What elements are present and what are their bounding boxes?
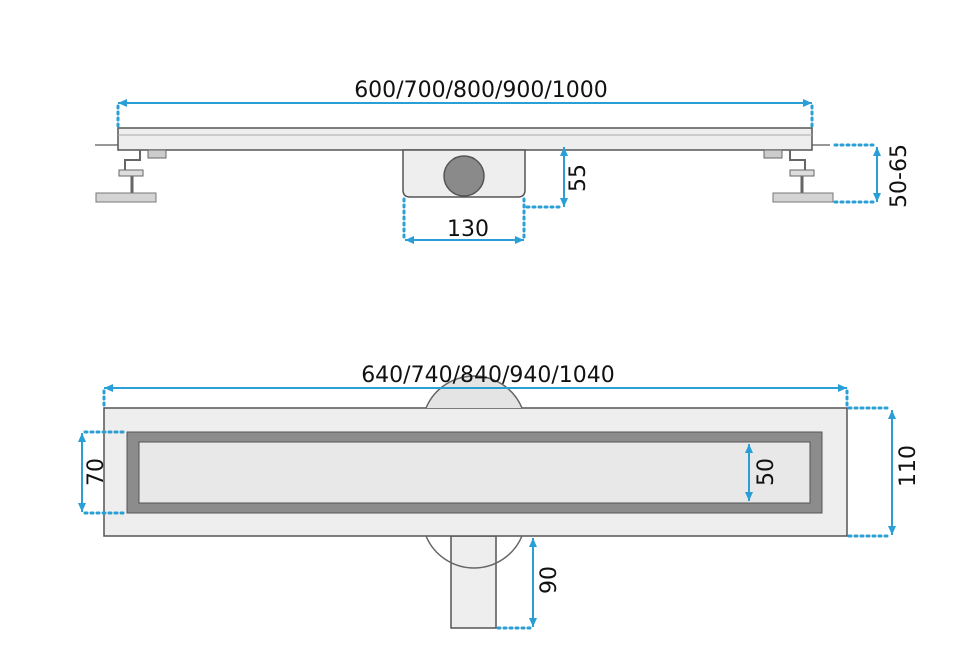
leg-foot-left bbox=[95, 192, 157, 203]
dim-frame-width: 110 bbox=[896, 445, 921, 487]
outlet-pipe bbox=[450, 535, 497, 629]
leg-left bbox=[95, 149, 167, 203]
dim-slot-width: 50 bbox=[754, 458, 779, 486]
outlet-box-side bbox=[402, 149, 526, 198]
dim-frame-length: 640/740/840/940/1040 bbox=[361, 363, 615, 388]
grate-inner bbox=[138, 441, 811, 504]
top-view: 640/740/840/940/1040 70 50 110 90 bbox=[78, 363, 921, 630]
dim-leg-height: 50-65 bbox=[887, 144, 912, 208]
leg-foot-right bbox=[772, 192, 834, 203]
side-view: 600/700/800/900/1000 55 130 50-65 bbox=[95, 78, 912, 244]
drain-channel-side bbox=[117, 127, 813, 151]
leg-right bbox=[763, 149, 834, 203]
dim-outlet-width: 130 bbox=[447, 217, 489, 242]
dim-grate-width: 70 bbox=[84, 458, 109, 486]
dim-outlet-height: 55 bbox=[566, 164, 591, 192]
dim-top-length: 600/700/800/900/1000 bbox=[354, 78, 608, 103]
dim-pipe-length: 90 bbox=[537, 566, 562, 594]
outlet-circle bbox=[443, 155, 485, 197]
